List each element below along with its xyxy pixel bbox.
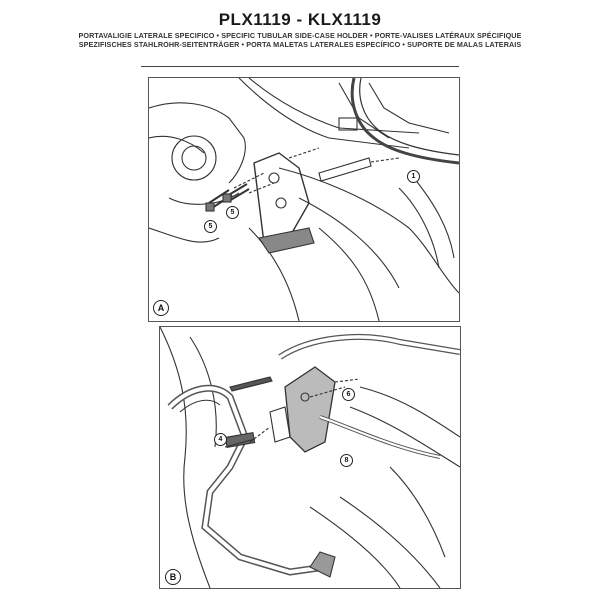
panel-b-drawing — [160, 327, 460, 588]
panel-a-drawing — [149, 78, 459, 321]
callout-part-8: 8 — [340, 454, 353, 467]
panel-b: 4 6 8 B — [159, 326, 461, 589]
callout-part-1: 1 — [407, 170, 420, 183]
callout-part-6: 6 — [342, 388, 355, 401]
callout-part-5b: 5 — [226, 206, 239, 219]
header-divider — [141, 66, 459, 67]
panel-a-label: A — [153, 300, 169, 316]
subtitle-line-1: PORTAVALIGIE LATERALE SPECIFICO • SPECIF… — [78, 31, 522, 40]
subtitle-line-2: SPEZIFISCHES STAHLROHR-SEITENTRÄGER • PO… — [78, 40, 522, 49]
header: PLX1119 - KLX1119 PORTAVALIGIE LATERALE … — [0, 0, 600, 68]
callout-part-5a: 5 — [204, 220, 217, 233]
panel-a: 1 5 5 A — [148, 77, 460, 322]
panel-b-label: B — [165, 569, 181, 585]
callout-part-4: 4 — [214, 433, 227, 446]
page-title: PLX1119 - KLX1119 — [218, 10, 382, 29]
